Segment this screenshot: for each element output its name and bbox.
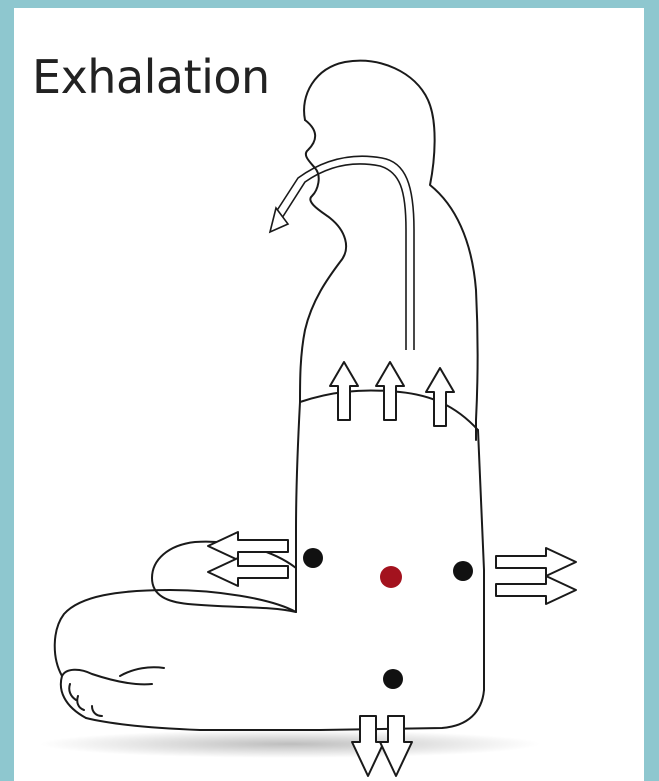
foot-outline [61, 670, 152, 718]
seated-figure-illustration [14, 8, 644, 781]
diagram-panel: Exhalation [14, 8, 644, 781]
pelvis-outline [86, 690, 484, 730]
right-arrow-icon [496, 548, 576, 576]
point-center [380, 566, 402, 588]
ground-shadow [40, 730, 540, 758]
face-profile [300, 120, 346, 402]
torso-back [478, 430, 484, 690]
point-back [453, 561, 473, 581]
down-arrow-icon [380, 716, 412, 776]
left-arrow-icon [208, 558, 288, 586]
ankle-line [120, 667, 164, 676]
down-arrow-icon [352, 716, 384, 776]
point-lower [383, 669, 403, 689]
right-arrow-icon [496, 576, 576, 604]
up-arrow-icon [426, 368, 454, 426]
torso-front [296, 402, 300, 612]
point-front [303, 548, 323, 568]
